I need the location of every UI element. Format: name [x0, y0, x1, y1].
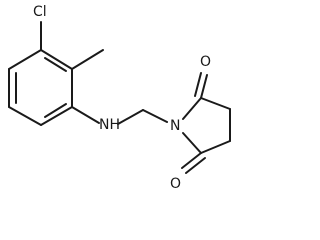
chemical-structure-diagram: Cl NH N O O [8, 4, 231, 192]
imide-ring-bond-1 [182, 97, 202, 120]
carbonyl-top-bond-2 [194, 72, 202, 97]
ring-bond-6 [8, 49, 42, 70]
ring-to-amine-bond [71, 106, 100, 124]
carbonyl-top-bond-1 [200, 74, 208, 99]
imide-ring-bond-5 [182, 132, 202, 154]
carbonyl-oxygen-bottom-label: O [170, 176, 181, 192]
ring-bond-3 [40, 106, 73, 126]
ring-double-bond-b [44, 103, 67, 118]
amine-label: NH [99, 117, 120, 133]
benzene-ring [8, 49, 73, 126]
imide-ring-bond-2 [200, 97, 231, 110]
methyl-bond [71, 49, 104, 70]
succinimide-ring [182, 97, 231, 154]
carbonyl-bottom-bond-1 [181, 152, 202, 169]
carbonyl-bottom-bond-2 [185, 157, 206, 174]
carbonyl-oxygen-top-label: O [200, 54, 211, 70]
ring-bond-4 [8, 106, 42, 126]
imide-nitrogen-label: N [170, 118, 180, 134]
imide-ring-bond-4 [200, 140, 231, 154]
methylene-to-imide-bond [142, 109, 168, 123]
amine-to-methylene-bond [117, 109, 144, 125]
chlorine-label: Cl [33, 4, 47, 20]
ring-double-bond-a [44, 57, 67, 72]
ring-bond-1 [40, 49, 73, 70]
